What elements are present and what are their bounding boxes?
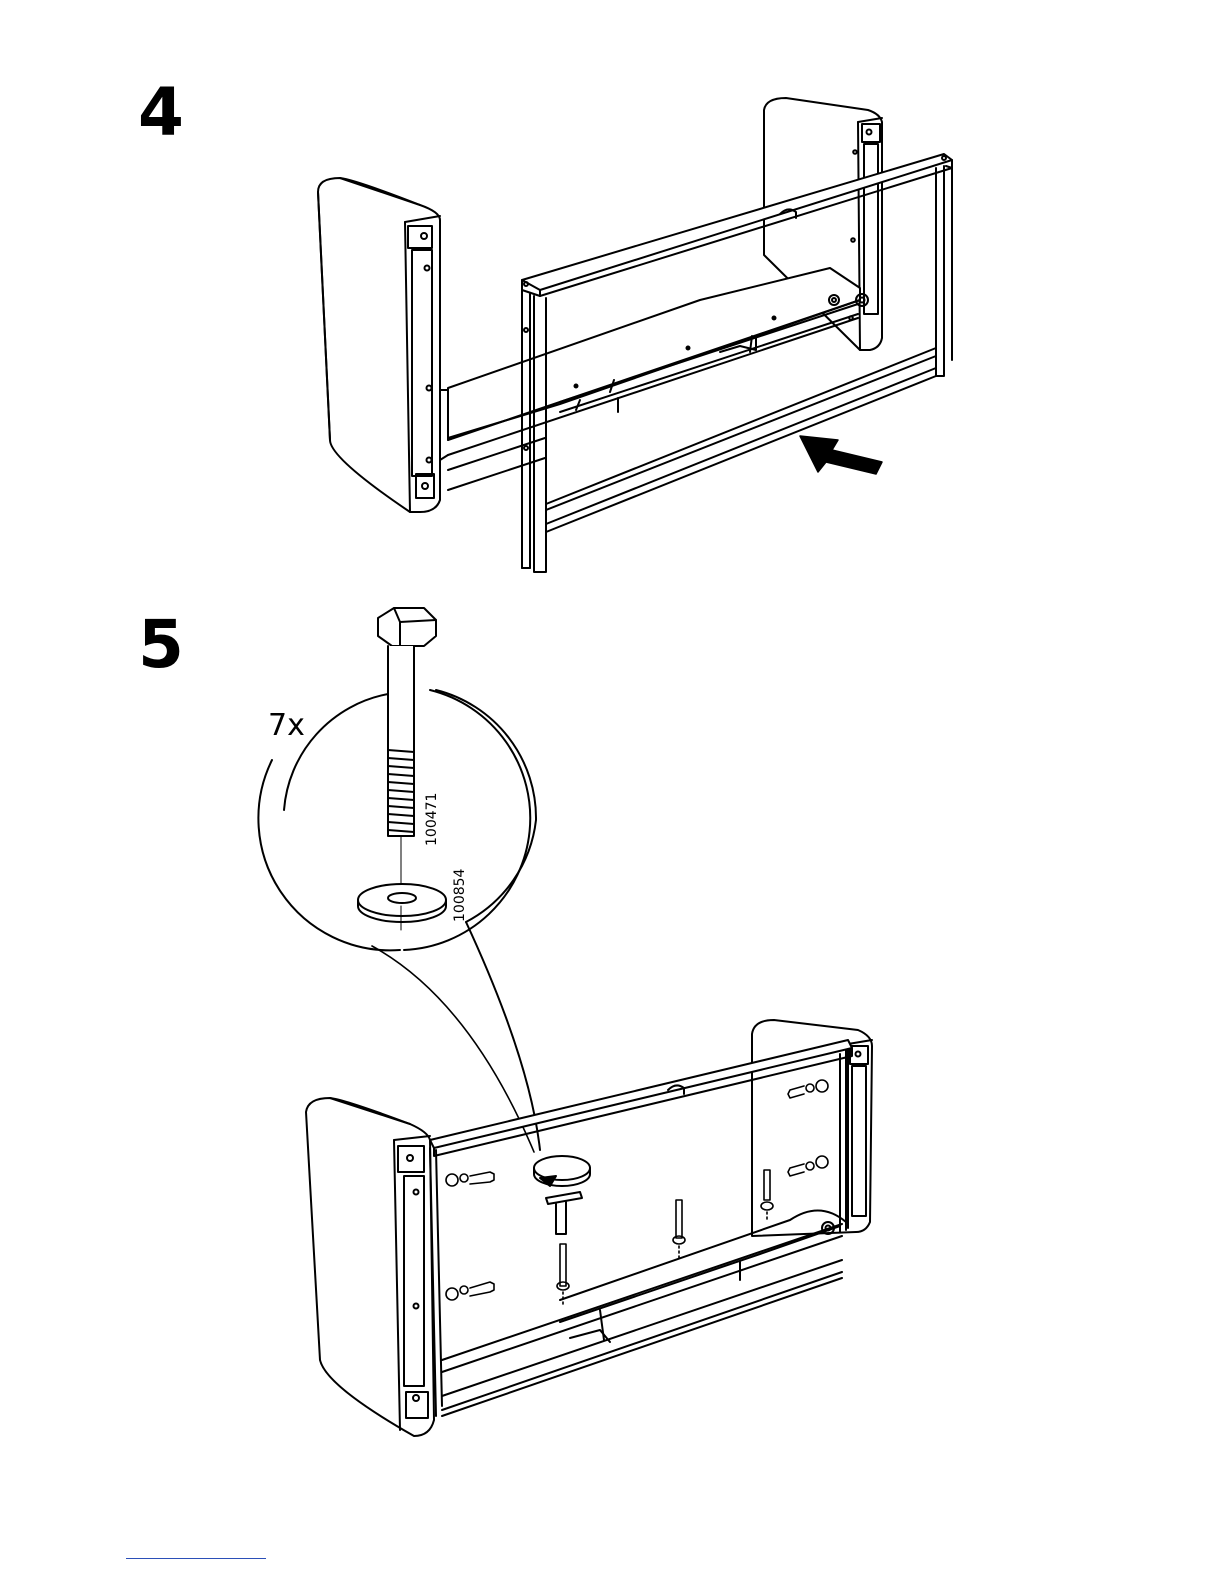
washer-icon [358,884,446,930]
washer-part-number: 100854 [452,869,468,922]
left-armrest [318,178,440,512]
footer-divider [126,1558,266,1559]
step-4-illustration [318,98,952,572]
fastener-detail-callout [258,608,540,1152]
push-arrow-icon [800,436,882,474]
allen-key-icon [546,1192,582,1234]
seat-base [440,268,868,490]
rotate-arrow-icon [534,1156,590,1186]
quantity-label: 7x [268,708,305,743]
left-armrest-assembled [306,1098,434,1436]
step-5-illustration [306,1020,872,1436]
bolt-part-number: 100471 [424,793,440,846]
